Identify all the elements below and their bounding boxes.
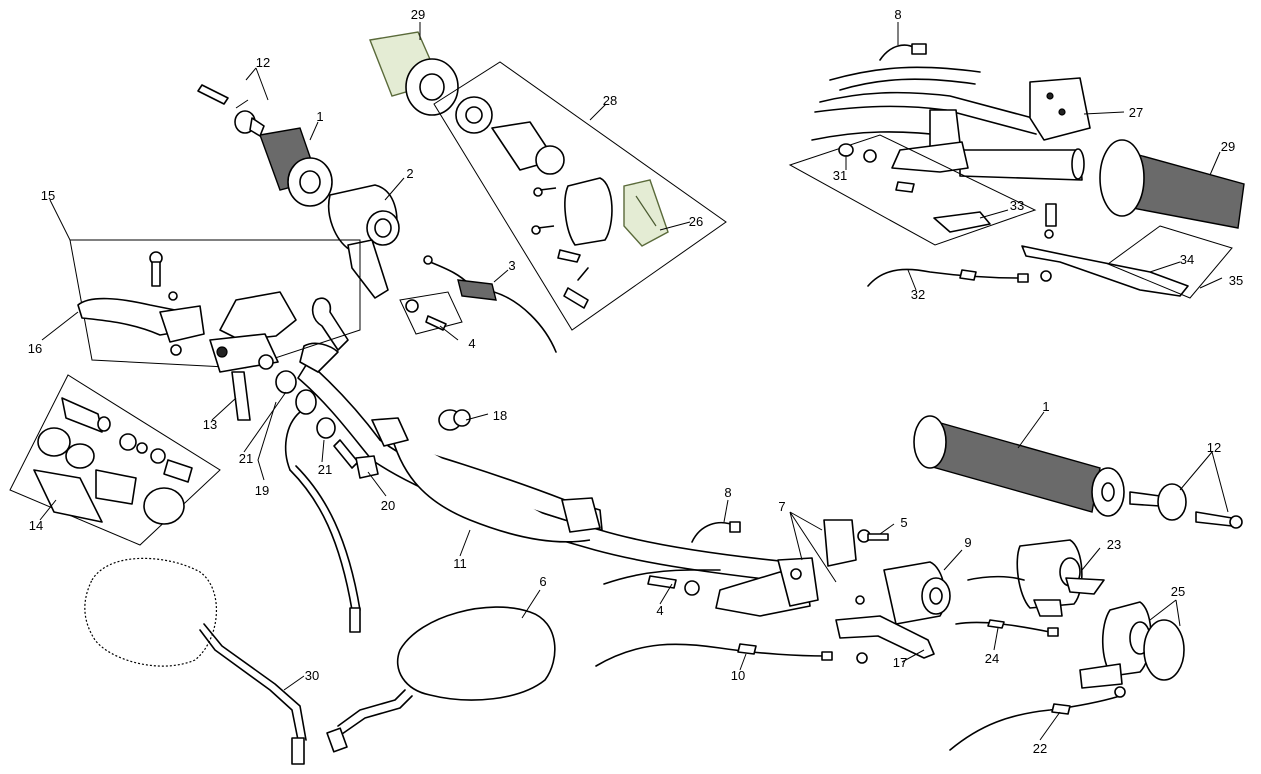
callout-24: 24 [985, 651, 999, 666]
callout-1a: 1 [316, 109, 323, 124]
callout-21b: 21 [318, 462, 332, 477]
mirror-30 [84, 557, 307, 765]
bolt-12a [197, 84, 265, 137]
callout-6: 6 [539, 574, 546, 589]
clamp-18 [438, 409, 471, 431]
callout-16: 16 [28, 341, 42, 356]
lever-box-15 [69, 239, 361, 369]
callout-30: 30 [305, 668, 319, 683]
callout-2: 2 [406, 166, 413, 181]
cable-3 [423, 255, 557, 353]
throttle-right [949, 539, 1185, 751]
callout-34: 34 [1180, 252, 1194, 267]
brake-hose-19 [284, 411, 361, 633]
callout-5: 5 [900, 515, 907, 530]
callout-20: 20 [381, 498, 395, 513]
callout-27: 27 [1129, 105, 1143, 120]
callout-28: 28 [603, 93, 617, 108]
callout-9: 9 [964, 535, 971, 550]
callout-21a: 21 [239, 451, 253, 466]
callout-32: 32 [911, 287, 925, 302]
callout-29b: 29 [1221, 139, 1235, 154]
callout-11: 11 [453, 556, 467, 571]
mirror-6 [326, 606, 556, 753]
bolt-20 [333, 439, 379, 479]
callout-3: 3 [508, 258, 515, 273]
callout-8a: 8 [894, 7, 901, 22]
lever-16 [77, 251, 205, 356]
callout-25: 25 [1171, 584, 1185, 599]
master-cylinder [209, 291, 297, 421]
callout-4a: 4 [468, 336, 475, 351]
callout-35: 35 [1229, 273, 1243, 288]
leader-lines [39, 22, 1229, 741]
callout-23: 23 [1107, 537, 1121, 552]
callout-14: 14 [29, 518, 43, 533]
callout-12b: 12 [1207, 440, 1221, 455]
callout-17: 17 [893, 655, 907, 670]
handlebar-11 [297, 297, 791, 583]
callout-33: 33 [1010, 198, 1024, 213]
callout-22: 22 [1033, 741, 1047, 756]
grip-1b [913, 415, 1125, 517]
bolt-12b [1129, 483, 1243, 529]
callout-29a: 29 [411, 7, 425, 22]
callout-31: 31 [833, 168, 847, 183]
callout-4b: 4 [656, 603, 663, 618]
callout-10: 10 [731, 668, 745, 683]
callout-13: 13 [203, 417, 217, 432]
box-28 [433, 61, 727, 331]
callout-15: 15 [41, 188, 55, 203]
controls-lower [595, 519, 951, 667]
callout-12a: 12 [256, 55, 270, 70]
callout-18: 18 [493, 408, 507, 423]
spacers-21 [275, 370, 336, 439]
callout-26: 26 [689, 214, 703, 229]
callout-8b: 8 [724, 485, 731, 500]
throttle-housing-2 [327, 184, 400, 299]
grip-29a [369, 31, 459, 116]
bolt-kit-4a [399, 291, 463, 335]
callout-1b: 1 [1042, 399, 1049, 414]
right-top-cluster [788, 43, 1245, 299]
left-grip-1 [259, 127, 333, 207]
callout-19: 19 [255, 483, 269, 498]
seal-kit-14 [9, 374, 221, 546]
callout-labels: 29 12 1 2 3 4 28 26 15 16 13 14 18 21 21… [28, 7, 1243, 756]
callout-7: 7 [778, 499, 785, 514]
